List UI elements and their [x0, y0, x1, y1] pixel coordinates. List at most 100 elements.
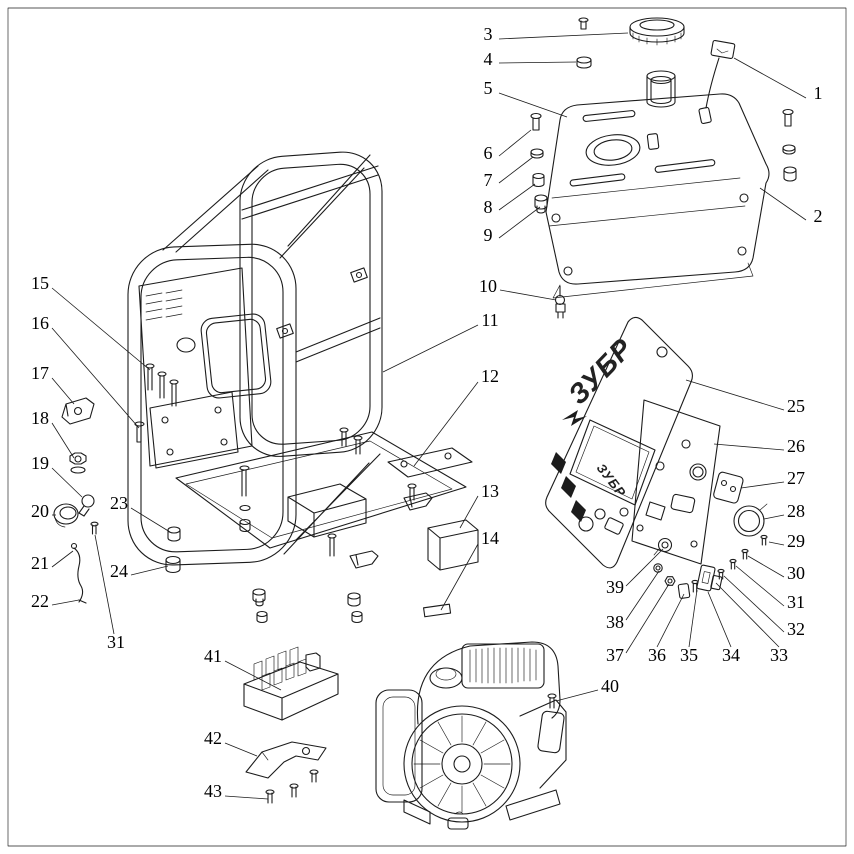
part-number-41: 41: [204, 646, 222, 666]
part-number-32: 32: [787, 619, 805, 639]
part-number-2: 2: [814, 206, 823, 226]
nut-18-drawing: [69, 452, 87, 474]
leader-line-part-24: [130, 565, 169, 576]
leader-line-part-31: [94, 534, 115, 635]
leader-line-part-12: [413, 381, 479, 467]
leader-line-part-21: [51, 550, 74, 568]
part-number-38: 38: [606, 612, 624, 632]
leader-line-part-19: [51, 467, 83, 498]
bolt-drawing: [578, 17, 589, 30]
leader-line-part-42: [224, 742, 258, 757]
leader-line-part-30: [747, 555, 785, 578]
leader-line-part-8: [498, 183, 536, 211]
part-number-31: 31: [787, 592, 805, 612]
brand-text: ЗУБР: [562, 332, 639, 410]
leader-line-part-15: [51, 287, 151, 371]
leader-line-part-6: [498, 129, 532, 157]
leader-line-part-33: [715, 582, 780, 648]
screw-32-drawing: [717, 568, 725, 580]
part-number-36: 36: [648, 645, 666, 665]
leader-line-part-29: [768, 541, 785, 546]
gasket-drawing: [576, 56, 592, 69]
leader-line-part-10: [499, 289, 557, 301]
control-panel-drawing: ЗУБР ЗУБР: [545, 316, 768, 599]
part-number-10: 10: [479, 276, 497, 296]
starter-handle-drawing: [447, 817, 469, 830]
part-number-17: 17: [31, 363, 49, 383]
part-number-42: 42: [204, 728, 222, 748]
leader-line-part-35: [688, 589, 698, 648]
leader-line-part-1: [733, 57, 807, 99]
part-number-28: 28: [787, 501, 805, 521]
leader-line-part-28: [763, 514, 785, 520]
leader-line-part-23: [130, 507, 171, 533]
leader-line-part-37: [625, 583, 670, 654]
spacer-23-drawing: [167, 526, 181, 542]
part-number-8: 8: [484, 197, 493, 217]
frame-hardware-drawing: [239, 427, 433, 624]
part-number-18: 18: [31, 408, 49, 428]
callouts-layer: 1234567891011121314151617181920212223243…: [31, 24, 823, 801]
bolts-43-drawing: [265, 769, 319, 804]
leader-line-part-25: [685, 379, 785, 411]
leader-line-part-34: [707, 591, 732, 648]
leader-line-part-11: [382, 324, 479, 373]
panel-bolts-drawing: [145, 363, 179, 407]
left-hardware-drawing: [53, 397, 181, 604]
part-number-16: 16: [31, 313, 49, 333]
part-number-20: 20: [31, 501, 49, 521]
air-filter-drawing: [375, 689, 423, 803]
panel-back-plate-drawing: [631, 399, 721, 565]
screw-31-right-drawing: [729, 558, 737, 570]
side-panel-drawing: [138, 267, 272, 467]
terminal-39-drawing: [653, 537, 673, 556]
engine-drawing: [375, 641, 567, 830]
foot-20-drawing: [53, 503, 79, 528]
part-number-29: 29: [787, 531, 805, 551]
breaker-drawing: [677, 564, 723, 599]
label-14-drawing: [423, 603, 452, 618]
part-number-1: 1: [814, 83, 823, 103]
part-number-4: 4: [484, 49, 493, 69]
part-number-31: 31: [107, 632, 125, 652]
part-number-11: 11: [481, 310, 498, 330]
outlet-drawing: [713, 471, 744, 504]
part-number-5: 5: [484, 78, 493, 98]
leader-line-part-38: [625, 570, 660, 621]
round-cover-drawing: [733, 503, 768, 537]
brand-logo-arrow: [562, 410, 587, 426]
part-number-35: 35: [680, 645, 698, 665]
part-number-6: 6: [484, 143, 493, 163]
part-number-33: 33: [770, 645, 788, 665]
leader-line-part-5: [498, 92, 568, 118]
mounting-plate-drawing: [149, 391, 239, 469]
leader-line-part-3: [498, 32, 629, 40]
bolt-40-drawing: [547, 693, 557, 709]
leader-line-part-31: [735, 565, 785, 607]
part-number-27: 27: [787, 468, 805, 488]
diagram-border: [7, 7, 847, 847]
bracket-42-drawing: [245, 741, 327, 779]
control-box-drawing: [243, 646, 339, 721]
part-number-22: 22: [31, 591, 49, 611]
part-number-13: 13: [481, 481, 499, 501]
filler-neck-drawing: [646, 70, 676, 108]
leader-line-part-40: [555, 689, 599, 702]
leader-line-part-22: [51, 599, 80, 606]
leader-line-part-39: [625, 548, 664, 587]
fuel-sensor-drawing: [698, 39, 736, 125]
bushing-24-drawing: [165, 555, 181, 574]
leader-line-part-27: [740, 481, 785, 489]
leader-line-part-2: [759, 187, 807, 221]
screw-29-drawing: [760, 534, 768, 546]
part-number-34: 34: [722, 645, 740, 665]
leader-line-part-32: [723, 575, 785, 633]
wire-21-22-drawing: [70, 542, 87, 604]
tank-hardware-right-drawing: [782, 108, 797, 182]
leader-line-part-41: [224, 660, 282, 691]
frame-assembly-drawing: [127, 151, 467, 566]
leader-line-part-9: [498, 206, 541, 239]
bracket-17-drawing: [61, 397, 95, 425]
leader-line-part-17: [51, 377, 75, 405]
screw-31-drawing: [90, 521, 99, 535]
